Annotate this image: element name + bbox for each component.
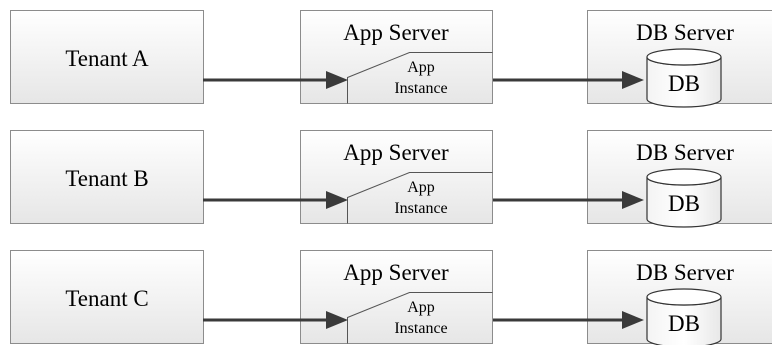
tenant-label: Tenant A [65,46,149,71]
app-instance-label-line1: App [407,179,435,196]
tenant-box: Tenant B [10,130,204,224]
app-server-label: App Server [343,140,449,165]
tenant-box-rect [10,130,204,224]
app-instance-label-line2: Instance [394,80,447,97]
arrow-head [326,71,348,89]
database-cylinder-icon [646,48,722,108]
arrow-head [622,191,644,209]
arrow-tenant-to-app [203,311,348,329]
app-instance-label-line2: Instance [394,320,447,337]
arrow-head [622,71,644,89]
cylinder-top [646,288,722,306]
app-instance-label-line2: Instance [394,200,447,217]
app-server-box-rect [300,10,493,104]
db-server-label: DB Server [636,260,734,285]
app-instance-shape [347,52,493,104]
arrow-app-to-db [493,191,644,209]
app-instance-label-line1: App [407,299,435,316]
db-server-label: DB Server [636,140,734,165]
tenant-box: Tenant C [10,250,204,344]
arrow-head [326,191,348,209]
database-cylinder-icon [646,288,722,345]
database-cylinder-icon [646,168,722,228]
arrow-head [326,311,348,329]
db-label: DB [668,71,700,96]
cylinder-top [646,48,722,66]
app-instance-shape [347,292,493,344]
arrow-app-to-db [493,311,644,329]
tenant-label: Tenant C [65,286,148,311]
db-server-label: DB Server [636,20,734,45]
tenant-label: Tenant B [65,166,148,191]
app-server-box-rect [300,130,493,224]
arrow-tenant-to-app [203,191,348,209]
app-server-label: App Server [343,260,449,285]
tenant-box-rect [10,250,204,344]
db-label: DB [668,311,700,336]
app-server-box-rect [300,250,493,344]
arrow-tenant-to-app [203,71,348,89]
arrow-app-to-db [493,71,644,89]
arrow-head [622,311,644,329]
app-server-label: App Server [343,20,449,45]
db-label: DB [668,191,700,216]
cylinder-top [646,168,722,186]
app-instance-label-line1: App [407,59,435,76]
tenant-box: Tenant A [10,10,204,104]
app-instance-shape [347,172,493,224]
tenant-box-rect [10,10,204,104]
